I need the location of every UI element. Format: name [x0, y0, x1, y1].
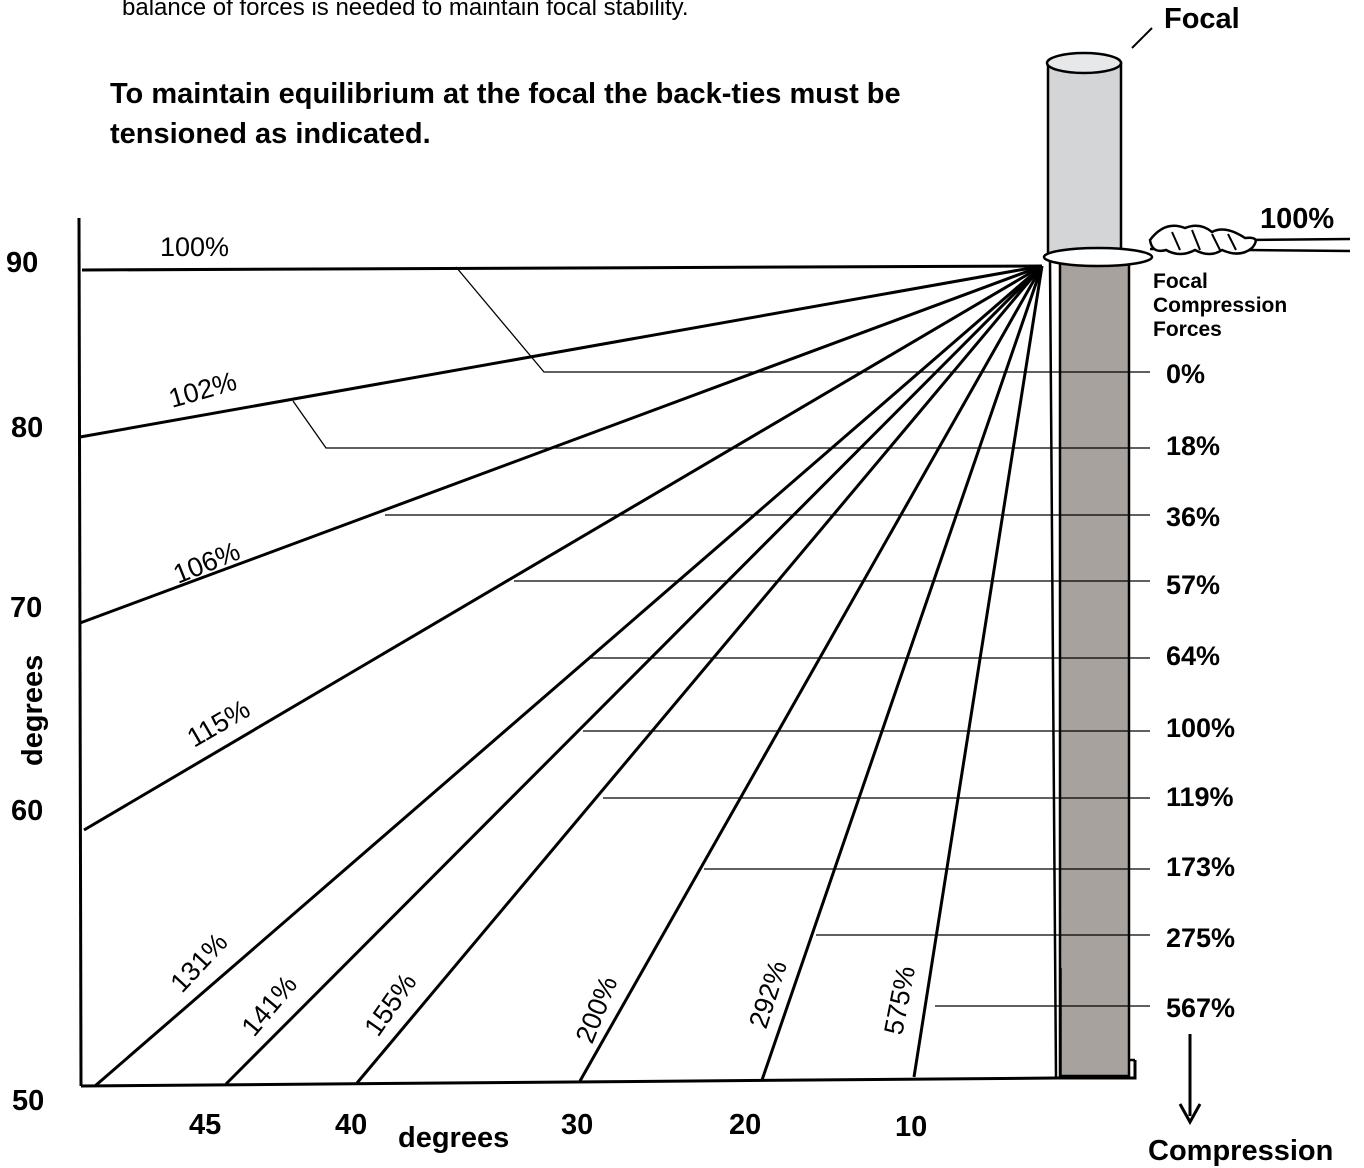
compression-value: 119% — [1166, 782, 1234, 812]
tension-label: 575% — [878, 964, 921, 1038]
tension-label: 200% — [570, 972, 624, 1047]
y-axis-label: degrees — [17, 655, 49, 766]
tension-label: 100% — [160, 232, 229, 262]
tension-label: 141% — [236, 970, 303, 1042]
x-tick-30: 30 — [561, 1109, 593, 1141]
diagram-heading: To maintain equilibrium at the focal the… — [110, 78, 901, 150]
compression-forces-title-line3: Forces — [1153, 318, 1222, 341]
tension-label: 292% — [743, 957, 793, 1032]
y-tick-80: 80 — [11, 412, 43, 444]
back-tie-line — [94, 264, 1043, 1088]
compression-forces-title-line1: Focal — [1153, 270, 1208, 293]
intro-text: balance of forces is needed to maintain … — [122, 0, 689, 21]
compression-value: 567% — [1166, 993, 1235, 1023]
back-tie-line — [79, 264, 1043, 439]
back-tie-line — [81, 264, 1043, 272]
x-tick-40: 40 — [335, 1109, 367, 1141]
tension-label: 115% — [182, 694, 255, 754]
compression-value: 100% — [1166, 713, 1235, 743]
tension-label: 106% — [169, 536, 244, 590]
back-tie-line — [83, 264, 1043, 832]
compression-value: 64% — [1166, 641, 1220, 671]
focal-label: Focal — [1164, 3, 1240, 35]
y-axis — [77, 217, 83, 1087]
compression-value: 0% — [1166, 359, 1205, 389]
compression-leader-line — [292, 400, 1150, 449]
back-tie-line — [912, 265, 1044, 1078]
y-tick-60: 60 — [11, 795, 43, 827]
back-tie-line — [224, 264, 1044, 1086]
compression-label: Compression — [1148, 1135, 1333, 1167]
top-tension-label: 100% — [1260, 203, 1334, 235]
y-tick-70: 70 — [10, 592, 42, 624]
x-tick-45: 45 — [189, 1109, 221, 1141]
compression-value: 36% — [1166, 502, 1220, 532]
tie-collar — [1042, 246, 1154, 268]
x-tick-20: 20 — [729, 1109, 761, 1141]
tension-label: 102% — [165, 366, 240, 414]
pole-edge-line — [1048, 261, 1058, 1079]
compression-arrow — [1178, 1034, 1202, 1126]
x-axis — [80, 1076, 1057, 1088]
pole-base-bracket — [1056, 1060, 1137, 1080]
pole-upper — [1046, 61, 1123, 260]
axes — [77, 217, 1057, 1088]
y-tick-90: 90 — [6, 247, 38, 279]
compression-leader-line — [455, 266, 1150, 373]
tension-label: 131% — [164, 927, 233, 998]
compression-value: 173% — [1166, 852, 1235, 882]
pole-lower — [1058, 260, 1131, 1078]
back-tie-line — [578, 265, 1044, 1082]
compression-forces-title-line2: Compression — [1153, 294, 1287, 317]
compression-value: 57% — [1166, 570, 1220, 600]
top-back-tie-rope — [1148, 224, 1351, 256]
compression-leaders: 0% 18% 36% 57% 64% 100% 119% 173% 275% 567% — [292, 266, 1235, 1023]
compression-value: 18% — [1166, 431, 1220, 461]
focal-leader — [1131, 27, 1153, 49]
back-tie-line — [355, 265, 1044, 1084]
rope-knot — [1148, 224, 1257, 256]
back-tie-line — [760, 265, 1044, 1081]
y-tick-50: 50 — [12, 1085, 44, 1117]
tension-label: 155% — [358, 968, 422, 1042]
back-tie-lines — [79, 264, 1044, 1088]
back-tie-line — [79, 264, 1043, 625]
compression-value: 275% — [1166, 923, 1235, 953]
x-axis-label: degrees — [398, 1122, 509, 1154]
pole-top-cap — [1045, 51, 1123, 75]
focal-pole — [1042, 51, 1154, 1080]
x-tick-10: 10 — [895, 1111, 927, 1143]
